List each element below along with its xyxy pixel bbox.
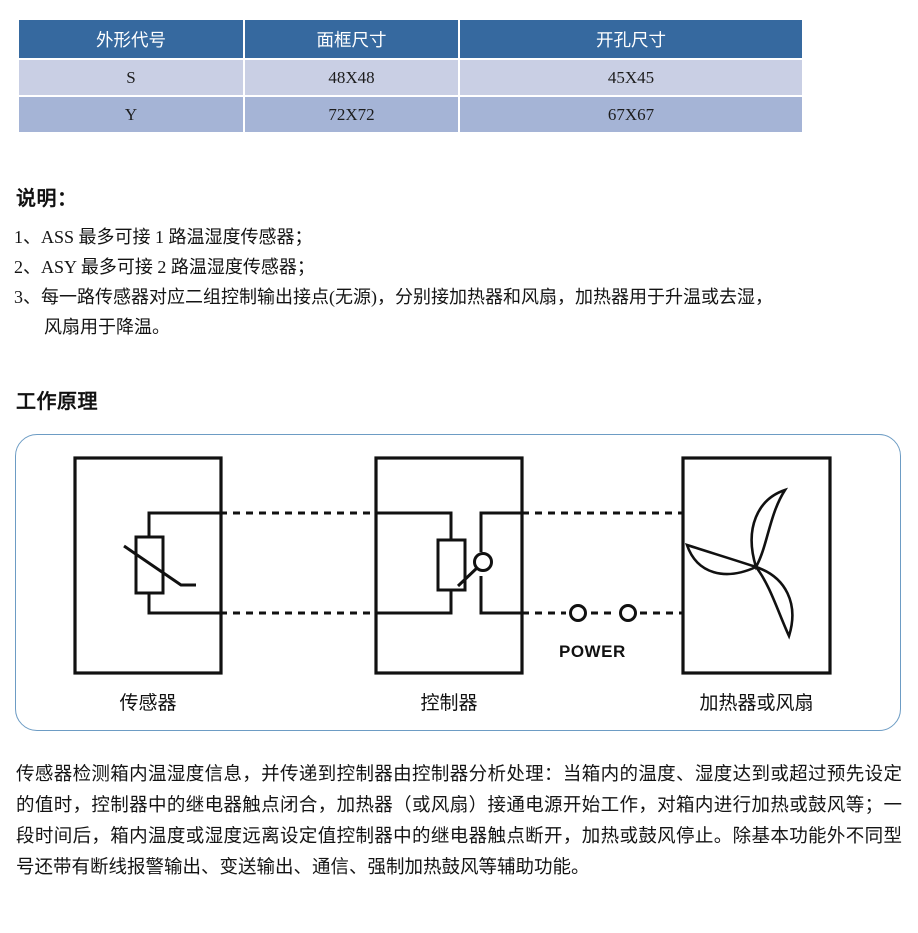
table-cell-cutout-size: 45X45 [460, 60, 802, 95]
controller-label: 控制器 [420, 693, 478, 714]
power-label: POWER [559, 642, 626, 661]
heater-fan-label: 加热器或风扇 [699, 693, 814, 714]
notes-list: 1、ASS 最多可接 1 路温湿度传感器； 2、ASY 最多可接 2 路温湿度传… [14, 222, 904, 342]
list-item: 3、每一路传感器对应二组控制输出接点(无源)，分别接加热器和风扇，加热器用于升温… [14, 287, 773, 307]
table-header-cell-model-code: 外形代号 [19, 20, 243, 58]
table-cell-cutout-size: 67X67 [460, 97, 802, 132]
table-header-row: 外形代号 面框尺寸 开孔尺寸 [19, 20, 802, 58]
principle-paragraph: 传感器检测箱内温湿度信息，并传递到控制器由控制器分析处理：当箱内的温度、湿度达到… [16, 765, 902, 878]
sensor-label: 传感器 [119, 693, 177, 714]
table-row: S 48X48 45X45 [19, 60, 802, 95]
table-cell-model-code: S [19, 60, 243, 95]
list-item: 1、ASS 最多可接 1 路温湿度传感器； [14, 227, 313, 247]
table-cell-bezel-size: 72X72 [245, 97, 458, 132]
list-item-continuation: 风扇用于降温。 [44, 317, 170, 337]
table-header-cell-bezel-size: 面框尺寸 [245, 20, 458, 58]
table-cell-model-code: Y [19, 97, 243, 132]
spec-table: 外形代号 面框尺寸 开孔尺寸 S 48X48 45X45 Y 72X72 67X… [17, 18, 804, 134]
table-row: Y 72X72 67X67 [19, 97, 802, 132]
principle-diagram-frame [15, 434, 901, 731]
table-cell-bezel-size: 48X48 [245, 60, 458, 95]
notes-heading: 说明： [16, 188, 78, 210]
table-header-cell-cutout-size: 开孔尺寸 [460, 20, 802, 58]
spec-table-body: S 48X48 45X45 Y 72X72 67X67 [19, 60, 802, 132]
principle-heading: 工作原理 [16, 391, 98, 413]
spec-table-container: 外形代号 面框尺寸 开孔尺寸 S 48X48 45X45 Y 72X72 67X… [17, 18, 802, 134]
spec-table-head: 外形代号 面框尺寸 开孔尺寸 [19, 20, 802, 58]
list-item: 2、ASY 最多可接 2 路温湿度传感器； [14, 257, 315, 277]
